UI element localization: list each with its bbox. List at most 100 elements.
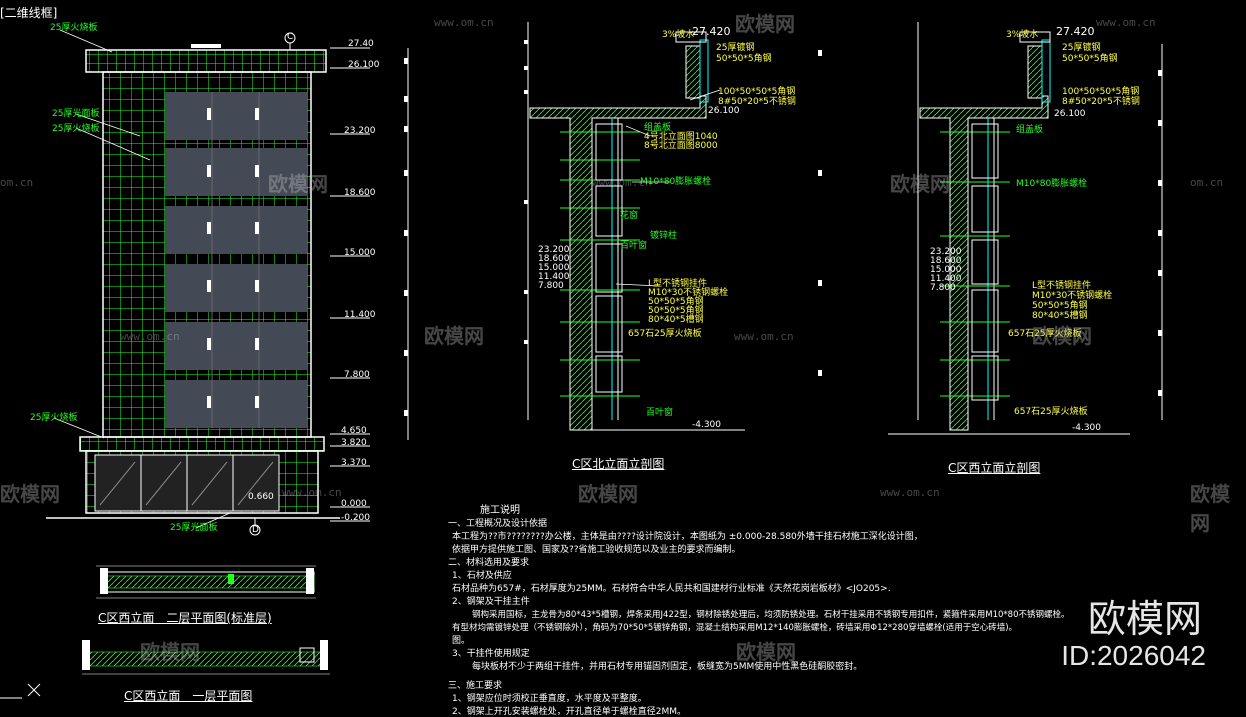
level-label: -0.200 bbox=[341, 513, 371, 523]
level-label: 3.370 bbox=[341, 458, 367, 468]
west-label: 3%坡水 bbox=[1006, 30, 1039, 40]
north-label: 花窗 bbox=[620, 211, 639, 221]
west-label: 80*40*5槽钢 bbox=[1032, 311, 1088, 321]
watermark-url: www.om.cn bbox=[734, 330, 794, 343]
level-label: 7.800 bbox=[344, 370, 370, 380]
west-label: M10*80膨胀螺栓 bbox=[1016, 179, 1088, 189]
north-label: 镀锌柱 bbox=[650, 231, 678, 241]
canopy-band bbox=[79, 436, 325, 452]
west-level: 23.200 bbox=[930, 247, 962, 257]
watermark-brand: 欧模网 bbox=[424, 324, 484, 348]
plan-standard-title: C区西立面 二层平面图(标准层) bbox=[98, 611, 272, 625]
north-level: 15.000 bbox=[538, 263, 570, 273]
west-mid-level: 26.100 bbox=[1054, 109, 1086, 119]
north-label: 50*50*5角钢 bbox=[648, 297, 704, 307]
note-line: 有型材均需镀锌处理（不锈钢除外），角码为70*50*5镀锌角钢，混凝土结构采用M… bbox=[452, 623, 1018, 633]
grid-label-c: C bbox=[287, 32, 294, 42]
watermark-brand-big: 欧模网 bbox=[1087, 599, 1202, 641]
north-label: 657石25厚火烧板 bbox=[628, 329, 702, 339]
grid-label-d: D bbox=[252, 525, 259, 535]
note-line: 3、干挂件使用规定 bbox=[452, 649, 530, 659]
north-bottom-level: -4.300 bbox=[692, 420, 722, 430]
watermark-url: www.om.cn bbox=[282, 486, 342, 499]
north-level: 18.600 bbox=[538, 254, 570, 264]
level-label: 4.650 bbox=[341, 426, 367, 436]
watermark-brand: 欧模网 bbox=[735, 12, 795, 36]
north-label: 百叶窗 bbox=[620, 241, 648, 251]
level-label: 11.400 bbox=[344, 310, 376, 320]
label-cladding-c: 25厚火烧板 bbox=[30, 413, 78, 423]
west-label: 25厚镀钢 bbox=[1062, 43, 1101, 53]
north-level: 11.400 bbox=[538, 272, 570, 282]
level-label: 23.200 bbox=[344, 126, 376, 136]
west-label: 50*50*5角钢 bbox=[1032, 301, 1088, 311]
north-label: 3%坡水 bbox=[662, 30, 695, 40]
watermark-brand: 欧模网 bbox=[0, 482, 60, 506]
label-top-cladding: 25厚火烧板 bbox=[50, 23, 98, 33]
west-label: 657石25厚火烧板 bbox=[1014, 407, 1088, 417]
watermark-brand: 欧模网 bbox=[140, 640, 200, 664]
storefront-glazing bbox=[94, 454, 280, 512]
watermark-brand: 欧模网 bbox=[1032, 324, 1092, 348]
plan-first-drawing bbox=[82, 640, 330, 675]
watermark-url: www.om.cn bbox=[880, 486, 940, 499]
west-label: 100*50*50*5角钢 bbox=[1062, 87, 1140, 97]
watermark-url: www.om.cn bbox=[592, 176, 652, 189]
north-label: 8号北立面图8000 bbox=[644, 141, 718, 151]
watermark-id: ID:2026042 bbox=[1061, 640, 1206, 671]
north-section-title: C区北立面立剖图 bbox=[572, 457, 665, 471]
plan-standard-drawing bbox=[96, 565, 316, 599]
west-label: 50*50*5角钢 bbox=[1062, 54, 1118, 64]
watermark-url: www.om.cn bbox=[1096, 16, 1156, 29]
level-label: 3.820 bbox=[341, 438, 367, 448]
level-label: 26.100 bbox=[348, 60, 380, 70]
plan-first-title: C区西立面 一层平面图 bbox=[124, 689, 253, 703]
west-section-drawing bbox=[818, 22, 1163, 435]
north-top-level: 27.420 bbox=[692, 25, 731, 38]
note-line: 二、材料选用及要求 bbox=[448, 558, 530, 568]
west-level: 15.000 bbox=[930, 265, 962, 275]
west-label: 组盖板 bbox=[1016, 125, 1044, 135]
note-line: 图。 bbox=[452, 636, 471, 646]
window-mullions bbox=[211, 92, 260, 428]
window-bands bbox=[165, 92, 307, 428]
west-level: 18.600 bbox=[930, 256, 962, 266]
north-label: M10*30不锈钢螺栓 bbox=[648, 288, 729, 298]
viewport-label[interactable]: [二维线框] bbox=[0, 6, 58, 20]
west-top-level: 27.420 bbox=[1056, 25, 1095, 38]
level-label: 0.000 bbox=[341, 499, 367, 509]
north-label: L型不锈钢挂件 bbox=[648, 279, 708, 289]
west-level: 11.400 bbox=[930, 274, 962, 284]
north-label: 50*50*5角钢 bbox=[648, 306, 704, 316]
north-mid-level: 26.100 bbox=[708, 106, 740, 116]
north-label: 百叶窗 bbox=[646, 408, 674, 418]
note-line: 2、钢架上开孔安装螺栓处，开孔直径单于螺栓直径2MM。 bbox=[452, 707, 686, 717]
watermark-brand: 欧模网 bbox=[268, 172, 328, 196]
watermark-url-short: om.cn bbox=[0, 176, 34, 189]
west-bottom-level: -4.300 bbox=[1072, 423, 1102, 433]
note-line: 一、工程概况及设计依据 bbox=[448, 519, 548, 529]
west-label: M10*30不锈钢螺栓 bbox=[1032, 291, 1113, 301]
level-label: 15.000 bbox=[344, 248, 376, 258]
west-label: 8#50*20*5不锈钢 bbox=[1062, 97, 1140, 107]
watermark-brand: 欧模网 bbox=[1190, 482, 1230, 535]
west-label: L型不锈钢挂件 bbox=[1032, 281, 1092, 291]
north-label: 25厚镀钢 bbox=[716, 43, 755, 53]
watermark-url-short: om.cn bbox=[1190, 176, 1224, 189]
notes-heading: 施工说明 bbox=[480, 505, 520, 516]
north-label: M10*80膨胀螺栓 bbox=[640, 177, 712, 187]
note-line: 1、石材及供应 bbox=[452, 571, 512, 581]
note-line: 2、钢架及干挂主件 bbox=[452, 597, 530, 607]
level-markers bbox=[330, 47, 370, 522]
level-label: 18.600 bbox=[344, 188, 376, 198]
watermark-brand: 欧模网 bbox=[890, 172, 950, 196]
watermark-brand: 欧模网 bbox=[736, 640, 796, 664]
window-marks bbox=[207, 108, 259, 408]
watermark-brand: 欧模网 bbox=[578, 482, 638, 506]
west-elevation-drawing bbox=[46, 29, 409, 536]
level-label: 27.40 bbox=[348, 39, 374, 49]
north-label: 组盖板 bbox=[644, 123, 672, 133]
note-line: 钢构采用国标，主龙骨为80*43*5槽钢，焊条采用J422型，钢材除锈处理后，均… bbox=[472, 610, 1070, 620]
